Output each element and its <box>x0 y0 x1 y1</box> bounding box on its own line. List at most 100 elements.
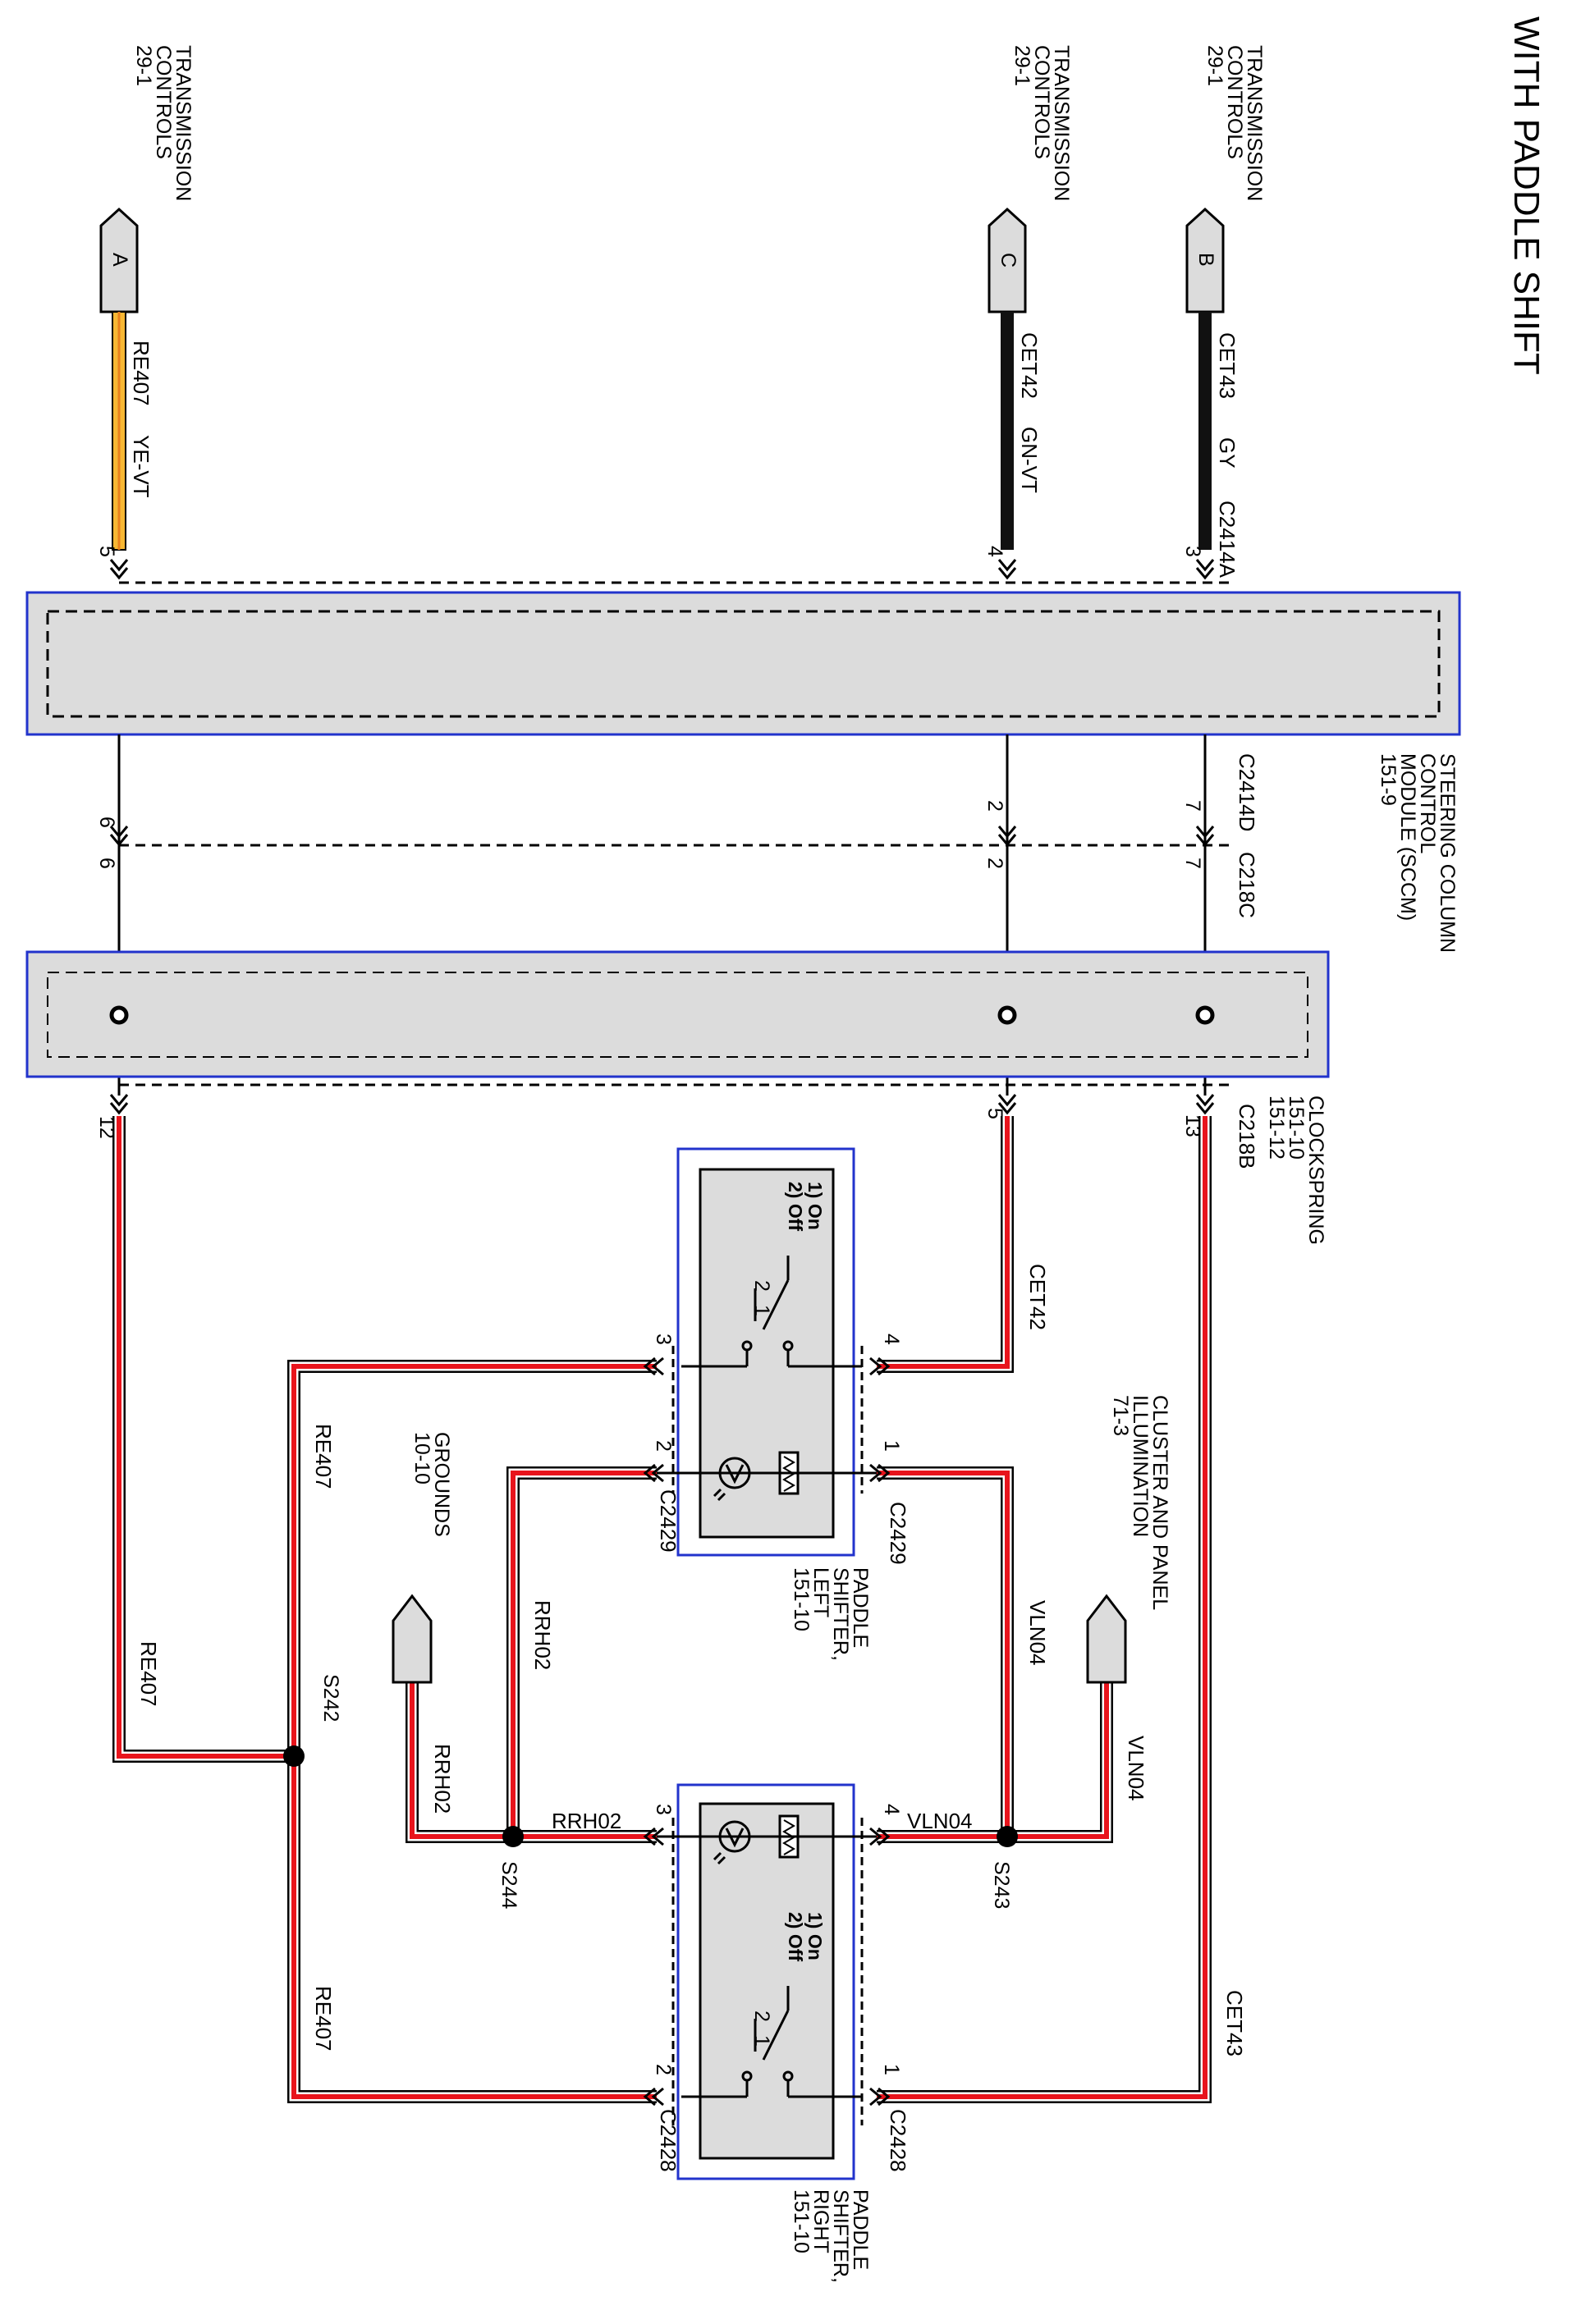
cluster-line3: 71-3 <box>1109 1395 1132 1436</box>
tc-b-line1: TRANSMISSION <box>1243 45 1266 201</box>
tc-a-line3: 29-1 <box>132 45 155 86</box>
sccm-module <box>25 591 1461 736</box>
wire-re407-top <box>112 311 126 551</box>
tc-a-line2: CONTROLS <box>152 45 175 159</box>
cet42-top-label-group: CET42 GN-VT <box>1017 332 1042 493</box>
pin-a-mid2: 6 <box>95 858 118 869</box>
cet42-low-label: CET42 <box>1025 1264 1050 1330</box>
pin-a-top: 5 <box>95 546 118 557</box>
re407-top-label: RE407 <box>129 341 154 406</box>
clockspring-line1: CLOCKSPRING <box>1304 1096 1327 1245</box>
clockspring-node-c <box>997 1005 1017 1025</box>
arrow-a-low <box>109 1093 129 1114</box>
pin-pr-4: 4 <box>880 1804 903 1815</box>
splice-s244 <box>502 1826 524 1847</box>
paddle-right-switch-icon <box>681 1986 862 2098</box>
wire-cet42-low <box>877 1116 1014 1373</box>
connector-c-shape: C <box>988 207 1027 313</box>
rrh02-b-label: RRH02 <box>430 1744 455 1814</box>
paddle-right-contact-1: 1 <box>750 2035 773 2047</box>
tc-a-reference: TRANSMISSION CONTROLS 29-1 <box>132 45 195 201</box>
c2429-top-label: C2429 <box>886 1502 910 1565</box>
c2414d-label: C2414D <box>1235 753 1259 831</box>
arrow-b-low <box>1195 1093 1215 1114</box>
connector-c-letter: C <box>997 253 1020 268</box>
rrh02-c-label: RRH02 <box>552 1809 621 1833</box>
paddle-left-line3: LEFT <box>809 1567 832 1617</box>
grounds-label: GROUNDS 10-10 <box>410 1432 453 1537</box>
gn-vt-label: GN-VT <box>1017 427 1042 493</box>
tc-a-line1: TRANSMISSION <box>172 45 195 201</box>
s242-label: S242 <box>319 1674 342 1722</box>
grounds-connector-shape <box>392 1594 433 1684</box>
sccm-line1: STEERING COLUMN <box>1436 753 1459 953</box>
wire-vln04-cluster <box>1007 1682 1113 1843</box>
c2428-top-label: C2428 <box>886 2109 910 2172</box>
cet43-top-label: CET43 <box>1215 332 1240 399</box>
clockspring-node-a <box>109 1005 129 1025</box>
vln04-b-label: VLN04 <box>1124 1736 1148 1801</box>
sccm-line4: 151-9 <box>1377 753 1400 806</box>
tc-b-line2: CONTROLS <box>1223 45 1246 159</box>
ye-vt-label: YE-VT <box>129 435 154 498</box>
wire-cet42-top <box>1001 312 1014 550</box>
cluster-line2: ILLUMINATION <box>1129 1395 1152 1537</box>
paddle-left-line1: PADDLE <box>849 1567 872 1648</box>
pin-pl-2: 2 <box>652 1440 675 1452</box>
lower-wiring <box>112 1116 1212 2103</box>
clockspring-module <box>25 950 1330 1078</box>
vln04-a-label: VLN04 <box>1025 1600 1050 1666</box>
paddle-right-contact-2: 2 <box>750 2011 773 2022</box>
arrow-b-top <box>1195 558 1215 579</box>
wire-re407-loop <box>287 1360 657 2103</box>
pin-c-mid1: 2 <box>983 800 1006 812</box>
pin-pl-3: 3 <box>652 1334 675 1345</box>
re407-mid-label: RE407 <box>311 1424 336 1489</box>
c2414a-label: C2414A <box>1215 501 1240 579</box>
connector-a-letter: A <box>108 253 131 267</box>
paddle-left-contact-1: 1 <box>750 1305 773 1316</box>
wire-re407-left <box>112 1116 294 1763</box>
pin-c-top: 4 <box>983 546 1006 557</box>
wire-cet43-low <box>877 1116 1212 2103</box>
tc-c-reference: TRANSMISSION CONTROLS 29-1 <box>1010 45 1073 201</box>
vln04-c-label: VLN04 <box>907 1809 973 1833</box>
paddle-left-label: PADDLE SHIFTER, LEFT 151-10 <box>790 1567 872 1661</box>
cet43-top-label-group: CET43 GY C2414A <box>1215 332 1240 579</box>
tc-c-line3: 29-1 <box>1010 45 1033 86</box>
paddle-right-line1: PADDLE <box>849 2189 872 2270</box>
s243-label: S243 <box>990 1861 1013 1909</box>
tc-b-line3: 29-1 <box>1203 45 1226 86</box>
pin-c-mid2: 2 <box>983 858 1006 869</box>
paddle-right-line4: 151-10 <box>790 2189 813 2253</box>
paddle-left-on: 1) On <box>804 1182 826 1230</box>
paddle-left-switch-text: 1) On 2) Off <box>785 1182 826 1231</box>
paddle-right-line2: SHIFTER, <box>829 2189 852 2283</box>
tc-b-reference: TRANSMISSION CONTROLS 29-1 <box>1203 45 1266 201</box>
paddle-shifter-left <box>671 1147 864 1557</box>
connector-b-letter: B <box>1194 253 1217 267</box>
clockspring-node-b <box>1195 1005 1215 1025</box>
pin-a-mid1: 6 <box>95 817 118 828</box>
paddle-left-off: 2) Off <box>785 1182 806 1231</box>
paddle-left-line4: 151-10 <box>790 1567 813 1631</box>
grounds-line2: 10-10 <box>410 1432 433 1485</box>
pin-pr-3: 3 <box>652 1804 675 1815</box>
pin-b-mid2: 7 <box>1181 858 1204 869</box>
page-title-group: WITH PADDLE SHIFT <box>1506 16 1547 375</box>
pin-pl-4: 4 <box>880 1334 903 1345</box>
paddle-right-off: 2) Off <box>785 1912 806 1961</box>
splice-s243 <box>997 1826 1018 1847</box>
wire-rrh02-ground <box>406 1682 513 1843</box>
tc-c-line2: CONTROLS <box>1030 45 1053 159</box>
sccm-label: STEERING COLUMN CONTROL MODULE (SCCM) 15… <box>1377 753 1459 953</box>
connector-b-shape: B <box>1185 207 1225 313</box>
clockspring-line2: 151-10 <box>1285 1096 1308 1160</box>
pin-b-top: 3 <box>1181 546 1204 557</box>
wire-rrh02 <box>506 1466 657 1843</box>
c218c-label: C218C <box>1235 852 1259 918</box>
paddle-right-line3: RIGHT <box>809 2189 832 2253</box>
splice-s242 <box>283 1745 305 1767</box>
cluster-connector-shape <box>1086 1594 1127 1684</box>
